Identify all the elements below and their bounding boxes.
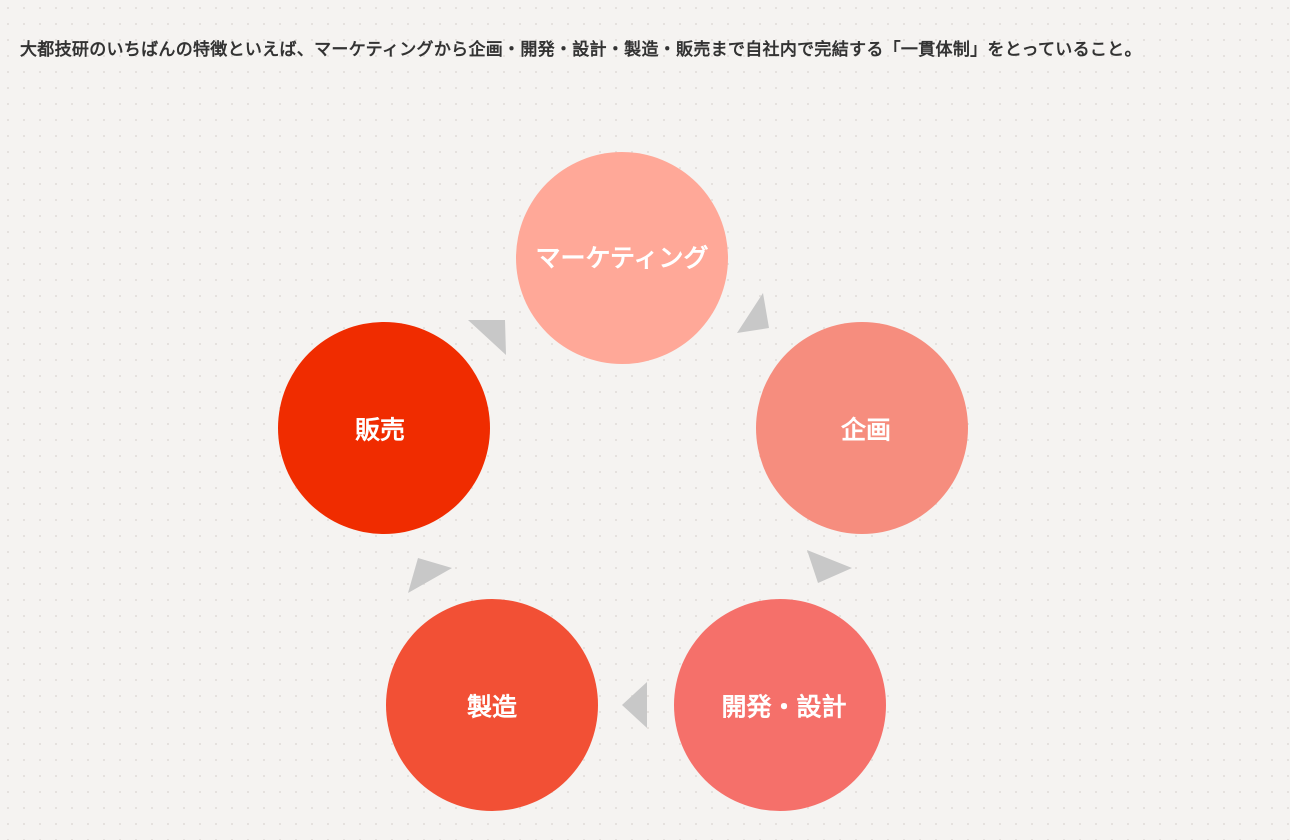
arrow-development-to-manufacturing-icon bbox=[622, 682, 647, 728]
cycle-step-planning: 企画 bbox=[756, 322, 968, 534]
step-circle bbox=[278, 322, 490, 534]
step-circle bbox=[386, 599, 598, 811]
step-circle bbox=[674, 599, 886, 811]
cycle-step-sales: 販売 bbox=[278, 322, 490, 534]
step-circle bbox=[516, 152, 728, 364]
cycle-step-manufacturing: 製造 bbox=[386, 599, 598, 811]
step-circle bbox=[756, 322, 968, 534]
arrow-planning-to-development-icon bbox=[807, 550, 852, 583]
step-label: マーケティング bbox=[535, 244, 708, 273]
step-label: 製造 bbox=[466, 693, 517, 722]
arrow-manufacturing-to-sales-icon bbox=[408, 558, 452, 593]
intro-text: 大都技研のいちばんの特徴といえば、マーケティングから企画・開発・設計・製造・販売… bbox=[20, 40, 1142, 60]
cycle-step-development-design: 開発・設計 bbox=[674, 599, 886, 811]
step-label: 開発・設計 bbox=[721, 693, 846, 722]
arrow-marketing-to-planning-icon bbox=[737, 293, 769, 333]
arrow-sales-to-marketing-icon bbox=[468, 320, 506, 355]
step-label: 企画 bbox=[841, 416, 891, 445]
step-label: 販売 bbox=[355, 416, 405, 445]
cycle-step-marketing: マーケティング bbox=[516, 152, 728, 364]
